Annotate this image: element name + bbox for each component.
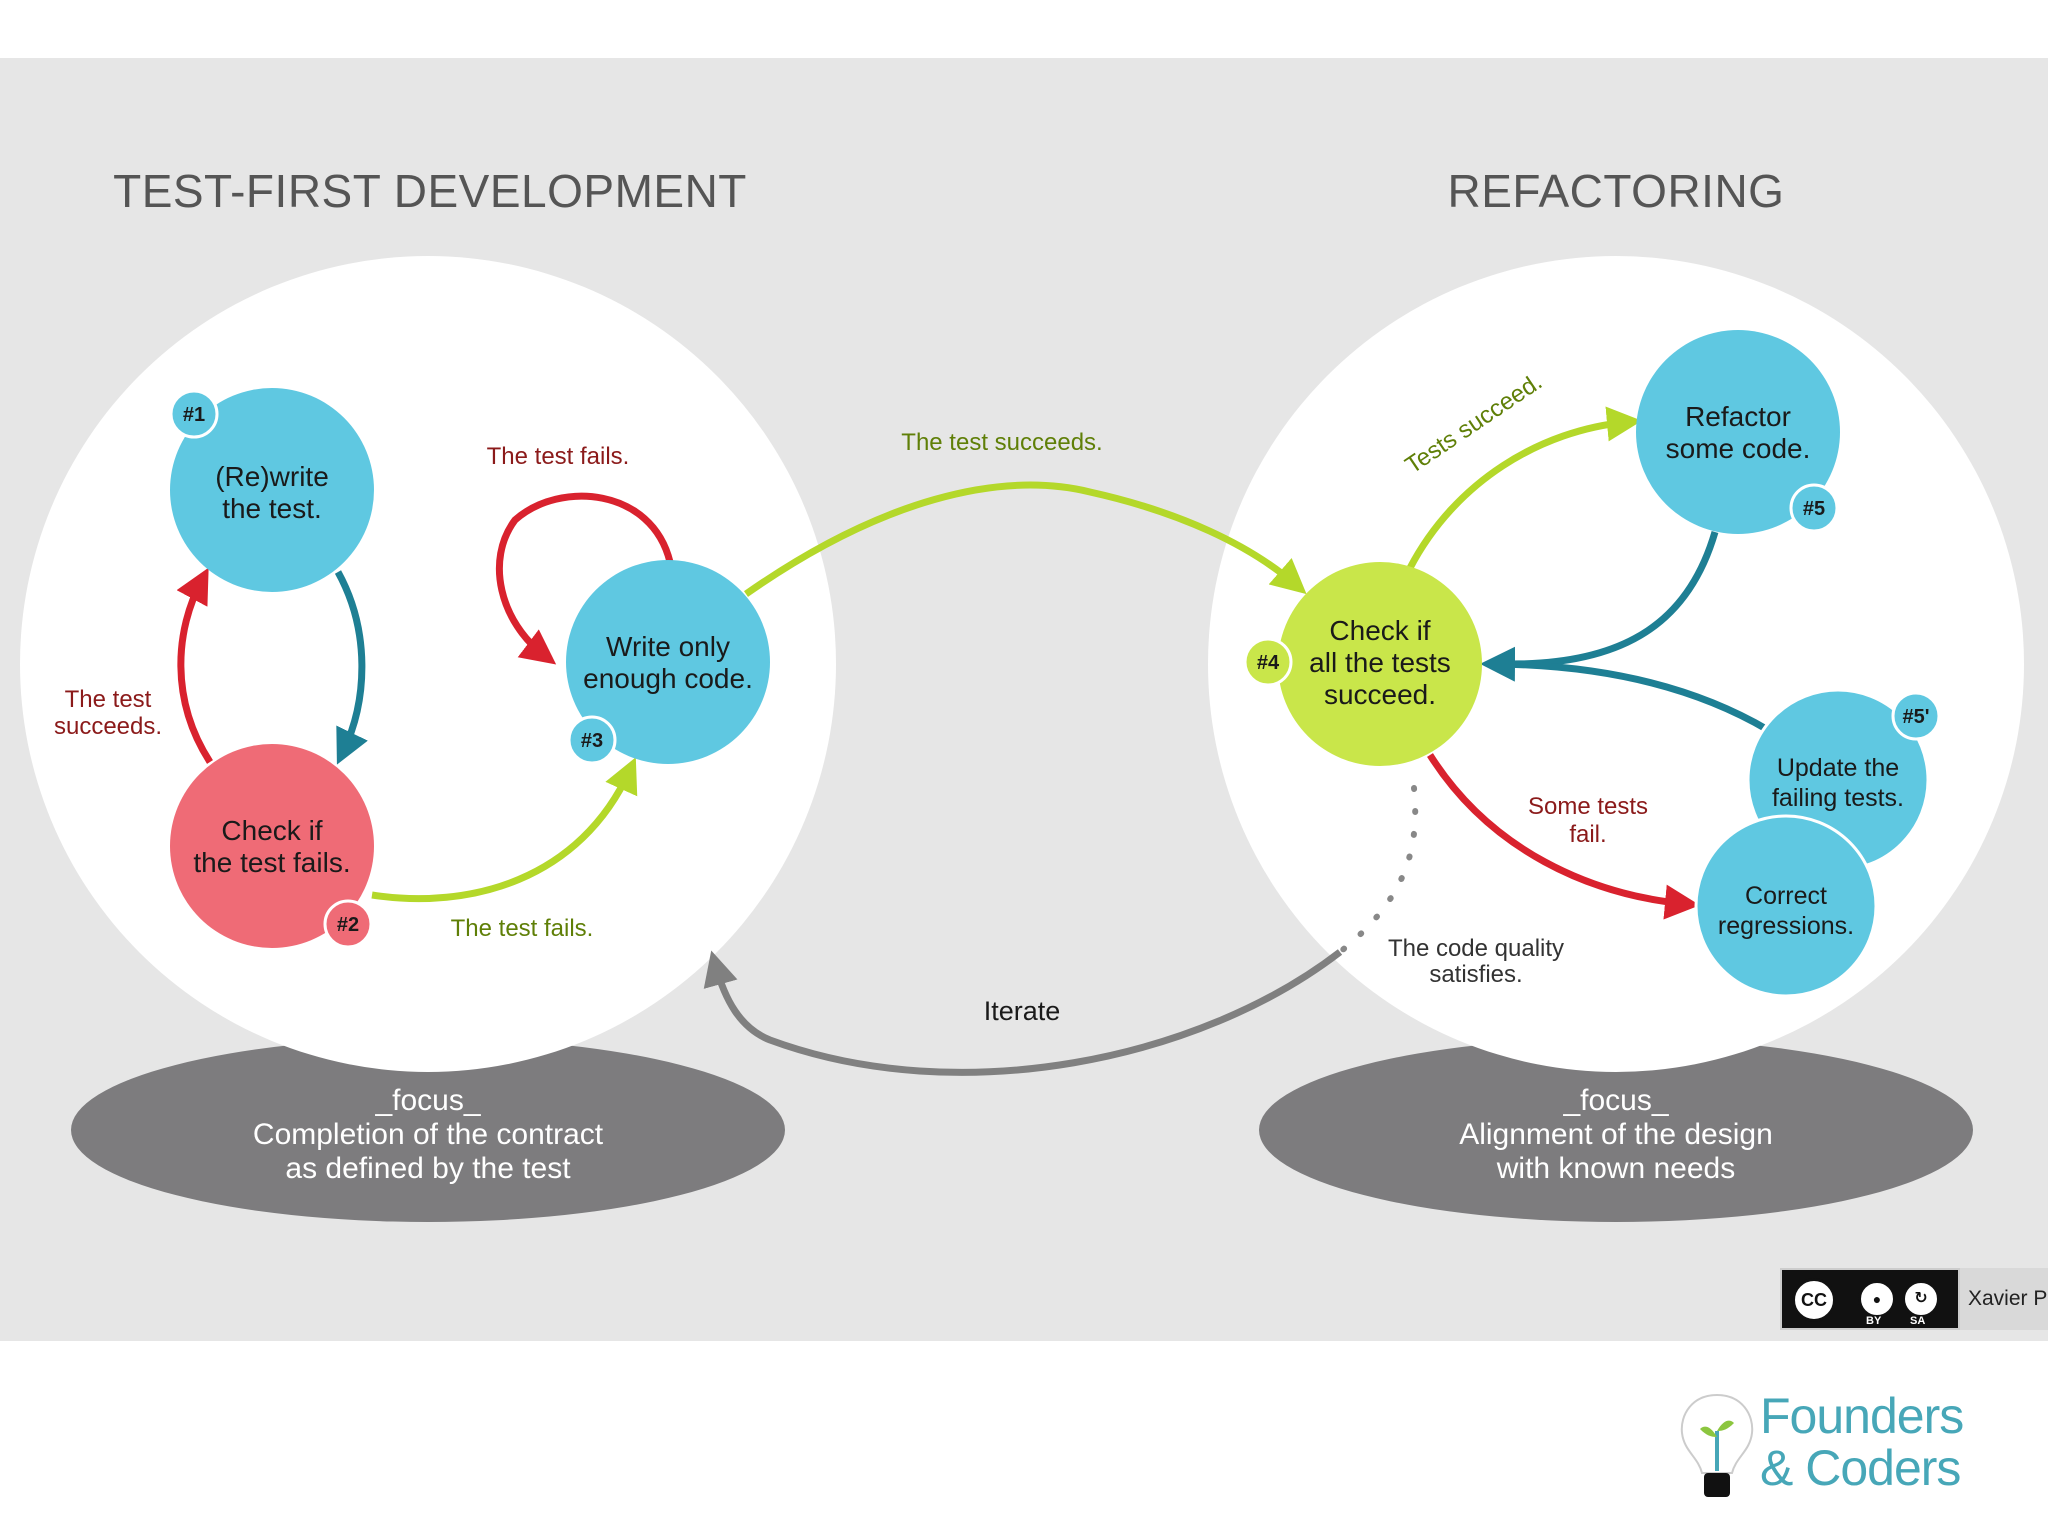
badge-3 — [567, 715, 617, 765]
by-attribution-icon: ● — [1858, 1280, 1896, 1318]
node-check-all-line1: Check if — [1329, 615, 1430, 646]
node-write-code-line1: Write only — [606, 631, 730, 662]
node-check-all-tests — [1278, 562, 1482, 766]
arrow-refactor-to-check — [1507, 531, 1719, 668]
badge-4-text: #4 — [1257, 652, 1280, 674]
node-check-all-line2: all the tests — [1309, 647, 1451, 678]
focus-ellipse-left — [71, 1038, 785, 1222]
arrow-test-fails-loop — [495, 492, 674, 665]
node-correct-regressions — [1694, 814, 1878, 998]
title-test-first: TEST-FIRST DEVELOPMENT — [113, 165, 747, 217]
label-some-tests-fail-1: Some tests — [1528, 793, 1648, 820]
logo-line-founders: Founders — [1760, 1388, 1964, 1444]
arrow-test-succeeds-bridge — [743, 481, 1307, 597]
arrow-tests-succeed — [1406, 406, 1642, 570]
badge-4 — [1243, 637, 1293, 687]
lightbulb-icon — [1680, 1393, 1754, 1497]
arrow-test-succeeds-left — [176, 567, 213, 764]
node-update-tests-line2: failing tests. — [1772, 784, 1904, 812]
dotted-code-quality — [1337, 785, 1419, 955]
node-refactor — [1636, 330, 1840, 534]
license-author: Xavier P — [1960, 1268, 2048, 1330]
label-test-succeeds-left-2: succeeds. — [54, 713, 162, 740]
node-refactor-line1: Refactor — [1685, 401, 1791, 432]
label-iterate: Iterate — [984, 996, 1061, 1026]
badge-3-text: #3 — [581, 730, 603, 752]
license-sa-label: SA — [1910, 1315, 1926, 1327]
focus-right-label: _focus_ — [1562, 1084, 1669, 1117]
license-by-label: BY — [1866, 1315, 1882, 1327]
node-correct-line2: regressions. — [1718, 912, 1854, 940]
focus-right-line2: Alignment of the design — [1459, 1118, 1773, 1151]
node-check-all-line3: succeed. — [1324, 679, 1436, 710]
title-refactoring: REFACTORING — [1448, 165, 1785, 217]
badge-5-text: #5 — [1803, 498, 1825, 520]
node-write-code — [566, 560, 770, 764]
node-write-code-line2: enough code. — [583, 663, 753, 694]
arrow-iterate — [703, 949, 1343, 1076]
badge-2 — [323, 899, 373, 949]
logo-wordmark: Founders & Coders — [1760, 1388, 1964, 1496]
node-refactor-line2: some code. — [1666, 433, 1811, 464]
node-update-tests-line1: Update the — [1777, 754, 1899, 782]
arrow-some-tests-fail — [1427, 753, 1700, 920]
badge-5-prime — [1891, 691, 1941, 741]
label-code-quality-2: satisfies. — [1429, 961, 1522, 988]
focus-left-line3: as defined by the test — [285, 1152, 571, 1185]
node-check-fails-line2: the test fails. — [193, 847, 350, 878]
badge-1 — [169, 389, 219, 439]
node-rewrite-line2: the test. — [222, 493, 322, 524]
badge-5 — [1789, 483, 1839, 533]
cc-license-badge[interactable]: CC ● ↻ BY SA — [1780, 1268, 1960, 1330]
focus-ellipse-right — [1259, 1038, 1973, 1222]
label-test-fails-loop: The test fails. — [487, 443, 630, 470]
node-check-fails — [170, 744, 374, 948]
label-some-tests-fail-2: fail. — [1569, 821, 1606, 848]
label-test-fails-bottom: The test fails. — [451, 915, 594, 942]
label-test-succeeds-bridge: The test succeeds. — [901, 429, 1102, 456]
node-check-fails-line1: Check if — [221, 815, 322, 846]
node-correct-line1: Correct — [1745, 882, 1827, 910]
arrow-update-to-check — [1480, 646, 1770, 734]
badge-5-prime-text: #5' — [1902, 706, 1929, 728]
arrow-rewrite-to-check — [334, 570, 368, 765]
badge-1-text: #1 — [183, 404, 205, 426]
badge-2-text: #2 — [337, 914, 359, 936]
logo-line-coders: & Coders — [1760, 1440, 1961, 1496]
founders-coders-logo — [1680, 1393, 1754, 1497]
share-alike-icon: ↻ — [1902, 1280, 1940, 1318]
cc-icon: CC — [1792, 1278, 1836, 1322]
focus-left-label: _focus_ — [374, 1084, 481, 1117]
label-test-succeeds-left-1: The test — [65, 686, 152, 713]
arrow-test-fails-bottom — [371, 757, 638, 903]
focus-left-line2: Completion of the contract — [253, 1118, 604, 1151]
label-code-quality-1: The code quality — [1388, 935, 1564, 962]
focus-right-line3: with known needs — [1496, 1152, 1735, 1185]
node-rewrite-test — [170, 388, 374, 592]
node-rewrite-line1: (Re)write — [215, 461, 329, 492]
